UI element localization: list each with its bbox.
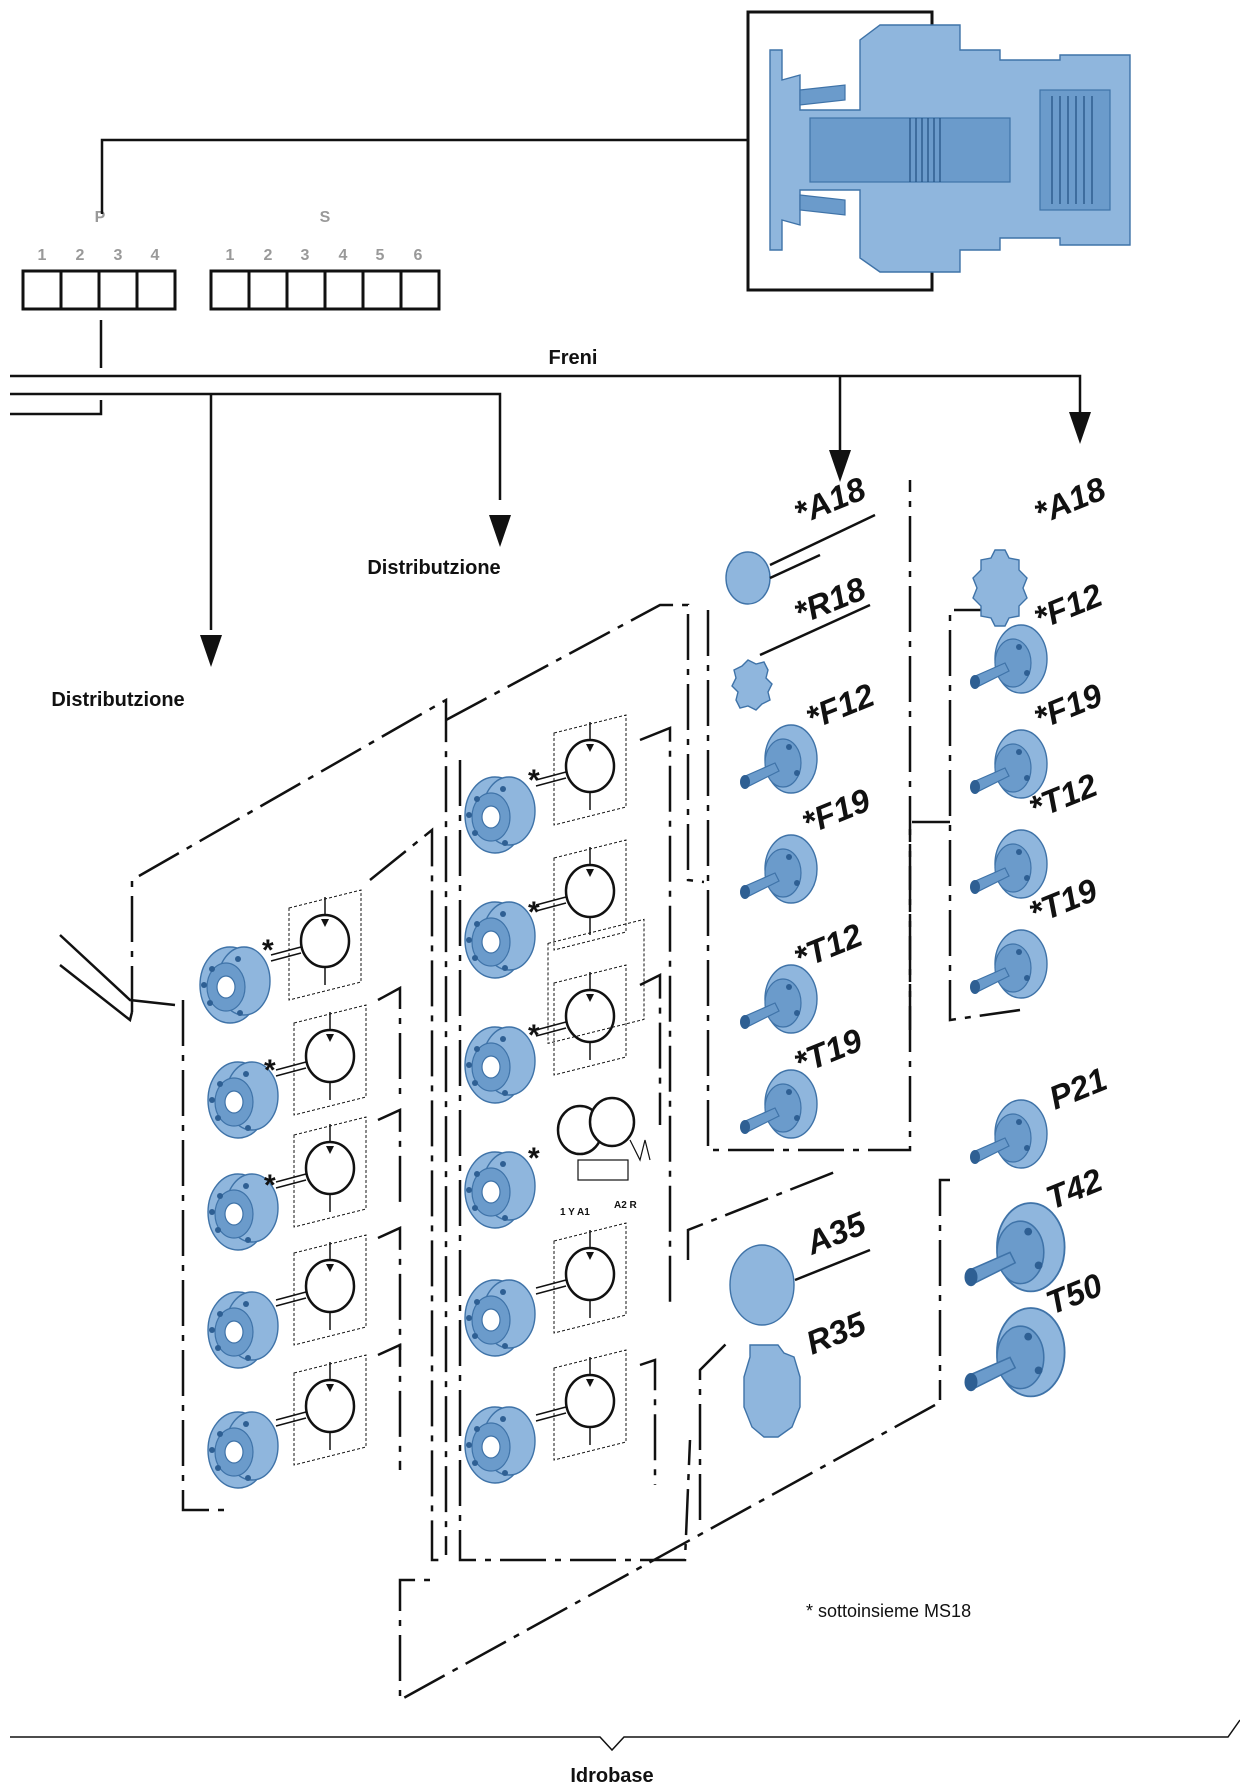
arrow-head xyxy=(200,635,222,667)
column-2-motors: 1 Y A1 A2 R * * * * xyxy=(445,603,705,1562)
p-box-2[interactable] xyxy=(59,269,101,311)
p-box-4[interactable] xyxy=(135,269,177,311)
s-slot-1-number: 1 xyxy=(226,247,235,264)
plate-a18 xyxy=(725,551,771,605)
s-box-5[interactable] xyxy=(361,269,403,311)
column-1-motors: * * * xyxy=(59,697,448,1562)
s-box-2[interactable] xyxy=(247,269,289,311)
group-s-label: S xyxy=(320,209,331,226)
svg-text:*: * xyxy=(528,764,540,797)
s-box-6[interactable] xyxy=(399,269,441,311)
lower-column-1: A35 R35 xyxy=(686,1168,872,1520)
arrow-head xyxy=(1069,412,1091,444)
gear-r18 xyxy=(731,659,773,711)
svg-text:*: * xyxy=(528,1019,540,1052)
p-box-3[interactable] xyxy=(97,269,139,311)
s-box-1[interactable] xyxy=(209,269,251,311)
idrobase-brace xyxy=(10,1719,1240,1752)
brake-col1-code-3: *F12 xyxy=(801,676,880,737)
p-slot-numbers: 1 2 3 4 xyxy=(38,247,160,264)
p-slot-1-number: 1 xyxy=(38,247,47,264)
svg-text:*: * xyxy=(528,896,540,929)
s-slot-3-number: 3 xyxy=(301,247,310,264)
s-box-3[interactable] xyxy=(285,269,327,311)
distribuzione-label-2: Distributzione xyxy=(51,689,184,711)
brake-column-2: *A18 *F12 *F19 *T12 *T19 xyxy=(908,469,1111,1030)
s-slot-4-number: 4 xyxy=(339,247,348,264)
p-box-1[interactable] xyxy=(21,269,63,311)
p-slot-3-number: 3 xyxy=(114,247,123,264)
p-slot-2-number: 2 xyxy=(76,247,85,264)
arrow-head xyxy=(829,450,851,482)
freni-label: Freni xyxy=(549,347,598,369)
plate-a35 xyxy=(729,1244,795,1326)
brake-col2-code-3: *F19 xyxy=(1029,676,1108,737)
s-box-4[interactable] xyxy=(323,269,365,311)
brake-column-1: *A18 *R18 *F12 *F19 *T12 *T19 xyxy=(706,469,912,1152)
brake-col2-code-1: *A18 xyxy=(1029,469,1111,531)
brake-col1-code-4: *F19 xyxy=(797,781,876,842)
svg-text:*: * xyxy=(264,1054,276,1087)
s-code-boxes[interactable] xyxy=(209,269,441,311)
svg-text:*: * xyxy=(528,1142,540,1175)
p-slot-4-number: 4 xyxy=(151,247,160,264)
subassembly-note: * sottoinsieme MS18 xyxy=(806,1601,971,1621)
brake-col1-code-5: *T12 xyxy=(789,916,868,977)
lower-col1-code-2: R35 xyxy=(801,1304,872,1361)
s-slot-numbers: 1 2 3 4 5 6 xyxy=(226,247,423,264)
distribuzione-label-1: Distributzione xyxy=(367,557,500,579)
svg-text:*: * xyxy=(264,1169,276,1202)
s-slot-5-number: 5 xyxy=(376,247,385,264)
group-p-label: P xyxy=(95,209,106,226)
svg-text:A2 R: A2 R xyxy=(614,1200,638,1211)
p-code-boxes[interactable] xyxy=(21,269,177,311)
motor-cross-section-image xyxy=(746,10,1131,292)
s-slot-6-number: 6 xyxy=(414,247,423,264)
lower-col2-code-2: T42 xyxy=(1041,1161,1108,1217)
svg-text:*: * xyxy=(262,934,274,967)
arrow-head xyxy=(489,515,511,547)
valve-symbol-detail: 1 Y A1 A2 R xyxy=(547,918,651,1218)
s-slot-2-number: 2 xyxy=(264,247,273,264)
gear-a18-col2 xyxy=(972,549,1028,627)
brake-col2-code-2: *F12 xyxy=(1029,576,1108,637)
svg-text:1 Y A1: 1 Y A1 xyxy=(560,1207,590,1218)
lower-col2-code-1: P21 xyxy=(1044,1060,1112,1116)
plate-r35 xyxy=(743,1344,801,1438)
idrobase-label: Idrobase xyxy=(570,1765,653,1787)
